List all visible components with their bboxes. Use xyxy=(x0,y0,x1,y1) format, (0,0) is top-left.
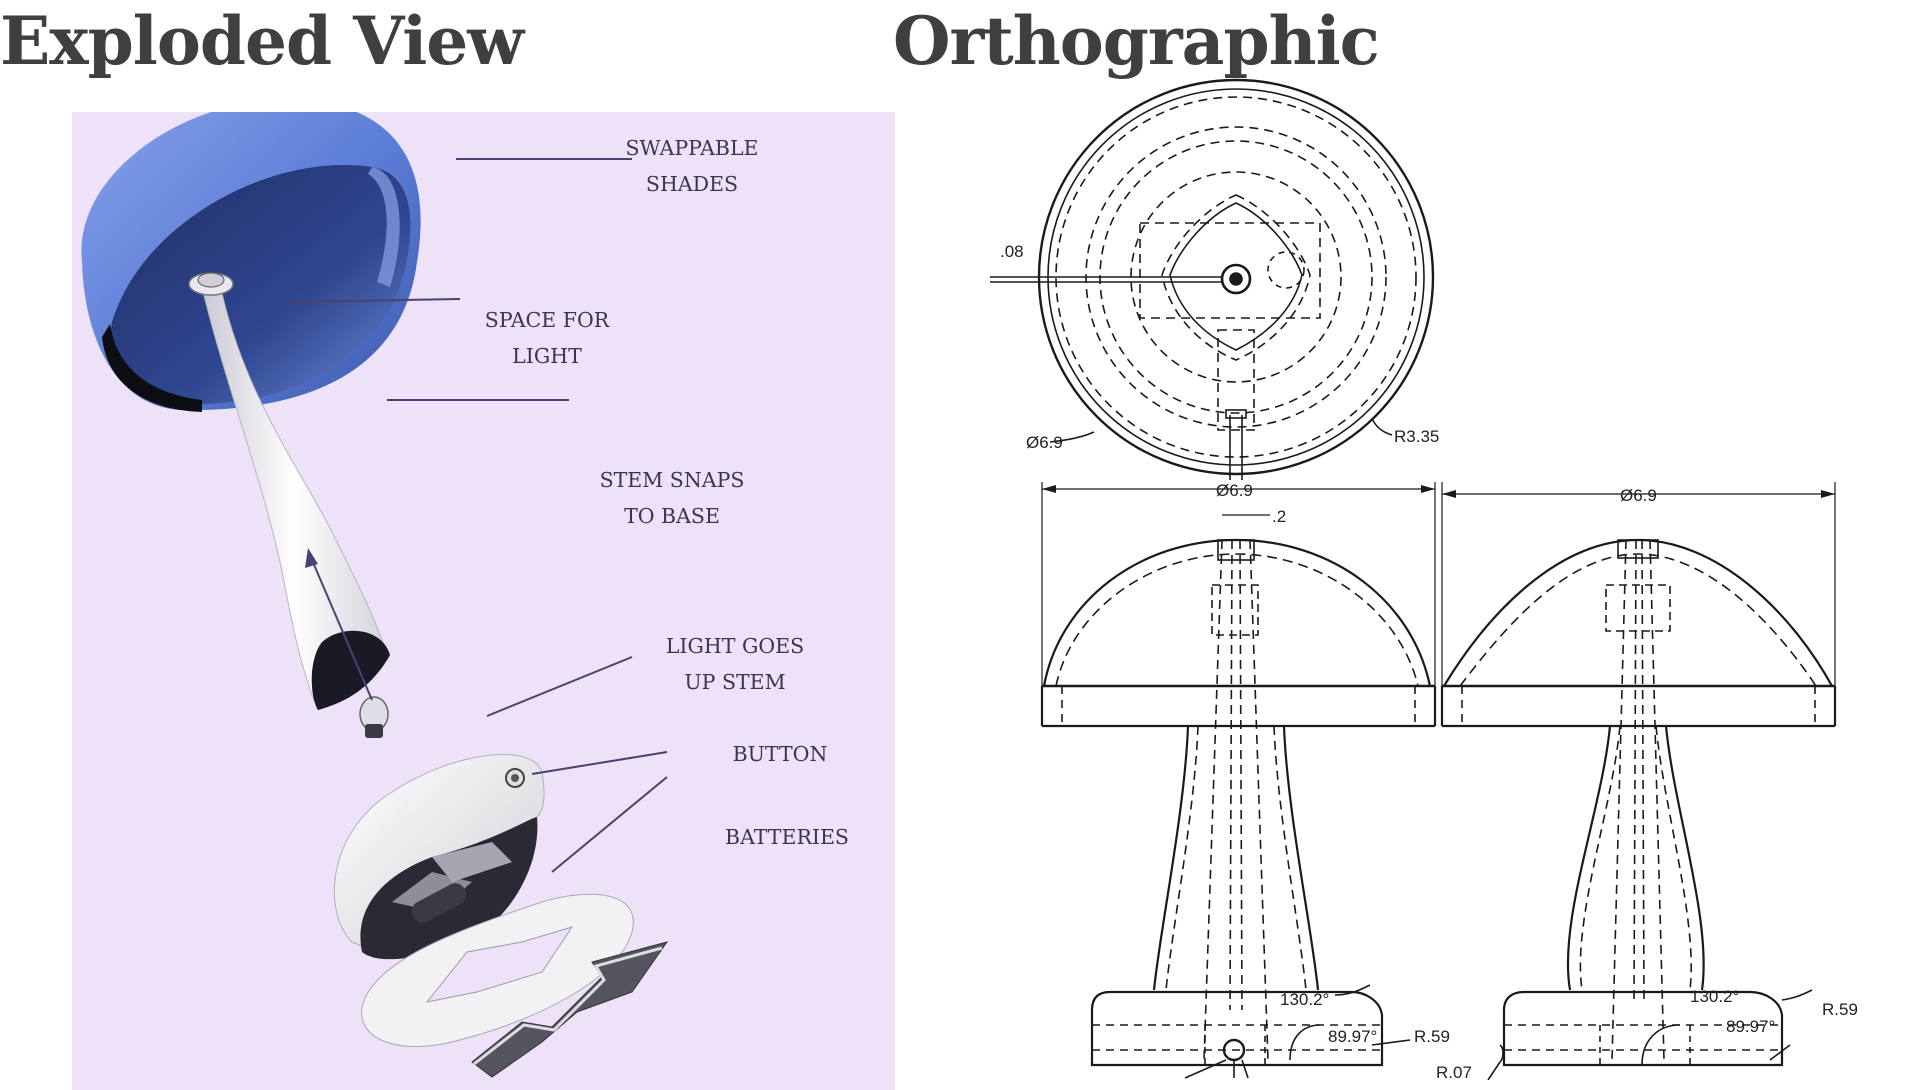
dim-top-diameter: Ø6.9 xyxy=(1026,433,1063,452)
callout-leader-lines xyxy=(286,158,668,873)
callout-button: BUTTON xyxy=(732,742,828,766)
callout-swappable-shades: SWAPPABLE SHADES xyxy=(625,136,759,196)
shade-part xyxy=(81,112,421,412)
dim-top-offset: .08 xyxy=(1000,242,1024,261)
light-bulb-part xyxy=(359,696,389,738)
dim-side-angle-inner: 89.97° xyxy=(1726,1017,1775,1036)
callout-batteries: BATTERIES xyxy=(725,825,849,849)
base-plate-part xyxy=(361,893,634,1048)
exploded-lamp-illustration xyxy=(81,112,669,1078)
orthographic-heading: Orthographic xyxy=(893,2,1380,80)
dim-front-angle-inner: 89.97° xyxy=(1328,1027,1377,1046)
dim-front-width: Ø6.9 xyxy=(1216,481,1253,500)
dim-front-radius: R.59 xyxy=(1414,1027,1450,1046)
dim-side-width: Ø6.9 xyxy=(1620,486,1657,505)
exploded-view-panel: SWAPPABLE SHADES SPACE FOR LIGHT STEM SN… xyxy=(72,112,895,1090)
stem-part xyxy=(188,272,390,711)
callout-light-goes-up-stem: LIGHT GOES UP STEM xyxy=(665,634,805,694)
dim-top-radius: R3.35 xyxy=(1394,427,1439,446)
orthographic-drawing: .08 Ø6.9 R3.35 xyxy=(990,78,1858,1080)
dim-side-foot-radius: R.07 xyxy=(1436,1063,1472,1080)
dim-side-angle: 130.2° xyxy=(1690,987,1739,1006)
base-part xyxy=(333,754,545,960)
callout-space-for-light: SPACE FOR LIGHT xyxy=(484,308,610,368)
dim-front-stem-gap: .2 xyxy=(1272,507,1286,526)
exploded-view-heading: Exploded View xyxy=(0,2,524,80)
side-view xyxy=(1440,482,1837,1080)
dim-front-angle: 130.2° xyxy=(1280,990,1329,1009)
callout-stem-snaps: STEM SNAPS TO BASE xyxy=(599,468,745,528)
bottom-plate-part xyxy=(471,941,669,1078)
top-view xyxy=(990,78,1435,480)
light-direction-arrow xyxy=(305,548,373,701)
front-view xyxy=(1040,482,1437,1079)
dim-side-radius: R.59 xyxy=(1822,1000,1858,1019)
